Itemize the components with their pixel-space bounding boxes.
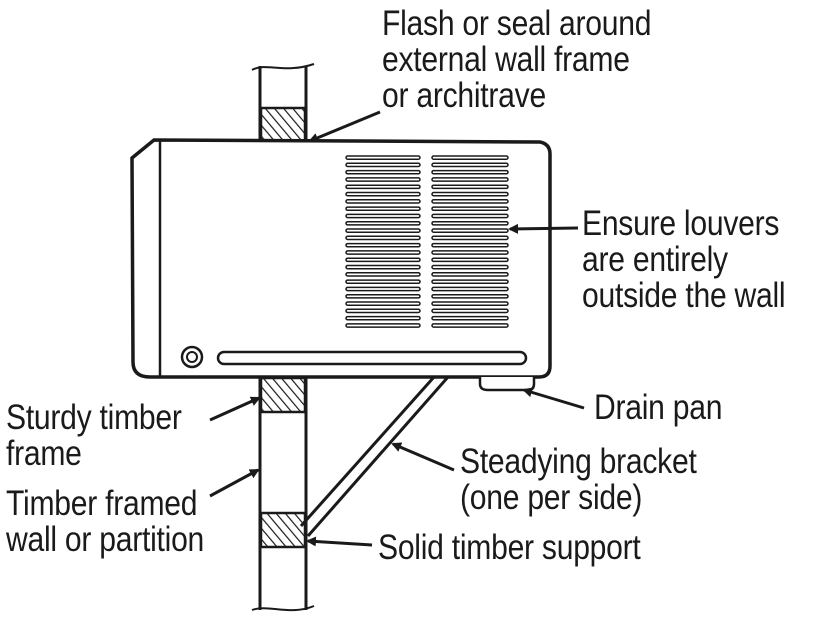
louver-slat	[431, 272, 509, 277]
louver-slat	[345, 257, 421, 263]
louver-slat	[345, 213, 421, 219]
air-conditioner-unit	[130, 138, 552, 392]
arrow-timber-wall	[209, 468, 260, 498]
louver-slat	[345, 169, 421, 175]
louver-slat	[431, 293, 509, 299]
louver-slat	[431, 199, 509, 204]
louver-slat	[431, 264, 509, 270]
louver-slat	[431, 257, 509, 263]
louver-slat	[345, 279, 421, 285]
louver-slat	[345, 206, 421, 212]
label-drain-pan: Drain pan	[594, 388, 723, 427]
louver-slat	[345, 177, 421, 182]
arrow-louvers	[508, 223, 579, 234]
louver-slat	[431, 301, 509, 306]
louver-slat	[431, 228, 509, 233]
label-louvers: Ensure louvers are entirely outside the …	[582, 204, 786, 315]
louver-slat	[345, 315, 421, 321]
louver-slat	[345, 301, 421, 306]
louver-slat	[431, 286, 509, 292]
louver-slat	[345, 191, 421, 197]
louver-slat	[345, 323, 421, 328]
louver-slat	[431, 279, 509, 285]
label-flash-seal: Flash or seal around external wall frame…	[382, 4, 652, 115]
louver-slat	[431, 162, 509, 168]
label-steadying-bracket: Steadying bracket (one per side)	[460, 442, 697, 517]
louver-slat	[431, 206, 509, 212]
louver-slat	[345, 228, 421, 233]
louver-slat	[431, 242, 509, 248]
louver-slat	[431, 235, 509, 241]
louver-slat	[431, 220, 509, 226]
arrow-drain-pan	[522, 387, 585, 410]
louver-slat	[345, 264, 421, 270]
arrow-steadying-bracket	[391, 442, 455, 472]
louver-slat	[431, 177, 509, 182]
unit-slot	[216, 350, 528, 366]
louvers	[345, 155, 509, 328]
sturdy-timber-frame-block	[259, 376, 307, 414]
louver-slat	[345, 242, 421, 248]
louver-slat	[345, 272, 421, 277]
arrow-sturdy-frame	[209, 396, 261, 422]
label-timber-framed-wall: Timber framed wall or partition	[6, 484, 205, 559]
arrow-flash-seal	[308, 110, 381, 143]
louver-slat	[431, 213, 509, 219]
louver-slat	[431, 315, 509, 321]
louver-slat	[431, 323, 509, 328]
steadying-bracket	[299, 376, 450, 537]
louver-slat	[345, 162, 421, 168]
louver-slat	[345, 286, 421, 292]
leader-arrows	[209, 110, 585, 547]
louver-slat	[345, 235, 421, 241]
label-sturdy-timber-frame: Sturdy timber frame	[6, 398, 182, 473]
louver-slat	[345, 308, 421, 314]
arrow-solid-support	[306, 536, 373, 547]
louver-slat	[345, 220, 421, 226]
louver-slat	[431, 155, 509, 160]
louver-slat	[431, 250, 509, 255]
label-solid-timber-support: Solid timber support	[378, 528, 641, 567]
solid-timber-support-block	[259, 511, 307, 549]
louver-slat	[431, 184, 509, 190]
drain-pan	[478, 377, 536, 392]
louver-slat	[431, 191, 509, 197]
louver-slat	[431, 308, 509, 314]
top-timber-block	[259, 106, 307, 144]
louver-slat	[345, 293, 421, 299]
louver-slat	[345, 250, 421, 255]
louver-slat	[345, 155, 421, 160]
louver-slat	[431, 169, 509, 175]
louver-slat	[345, 199, 421, 204]
louver-slat	[345, 184, 421, 190]
